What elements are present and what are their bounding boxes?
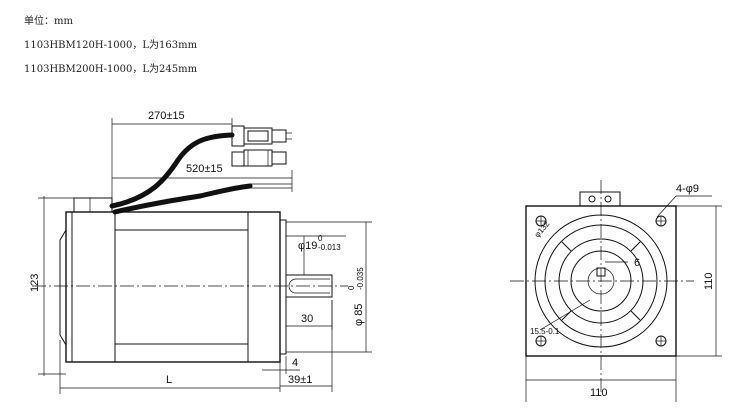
mount-hole	[535, 215, 667, 347]
lead-length-label: 520±15	[186, 163, 223, 175]
shaft-dia-tol-lower: -0.013	[318, 243, 341, 252]
side-view: 270±15 520±15 123 φ19 0 -0.013 φ 85 0 -0…	[29, 110, 372, 394]
model-1-note: 1103HBM120H-1000，L为163mm	[24, 40, 198, 51]
shaft-dia-label: φ19	[298, 240, 317, 252]
cable	[109, 132, 235, 209]
flange-thickness-label: 4	[292, 357, 298, 369]
unit-note: 单位：mm	[24, 16, 73, 27]
shaft-extension-label: 39±1	[288, 374, 312, 386]
body-length-label: L	[166, 374, 172, 386]
key-width-label: 6	[634, 257, 640, 269]
pilot-dia-label: φ 85	[353, 304, 365, 326]
mount-holes-label: 4-φ9	[676, 183, 699, 195]
pilot-dia-tol-upper: 0	[347, 285, 356, 290]
front-height-label: 110	[703, 272, 715, 290]
cable-length-label: 270±15	[148, 110, 185, 122]
pilot-dia-tol-lower: -0.035	[356, 267, 365, 290]
model-2-note: 1103HBM200H-1000，L为245mm	[24, 64, 198, 75]
header: 单位：mm 1103HBM120H-1000，L为163mm 1103HBM20…	[24, 12, 197, 84]
shaft-length-label: 30	[301, 313, 313, 325]
front-width-label: 110	[590, 387, 608, 399]
flange	[279, 219, 287, 355]
key-depth-label: 15.5-0.1	[530, 327, 560, 336]
connector	[231, 125, 292, 167]
shaft-dia-tol-upper: 0	[318, 234, 323, 243]
cable-lead	[112, 183, 253, 215]
front-view: 4-φ9 φ132 6 15.5-0.1 110 110	[510, 180, 722, 402]
bolt-circle-label: φ132	[533, 219, 552, 239]
height-label: 123	[29, 274, 41, 292]
